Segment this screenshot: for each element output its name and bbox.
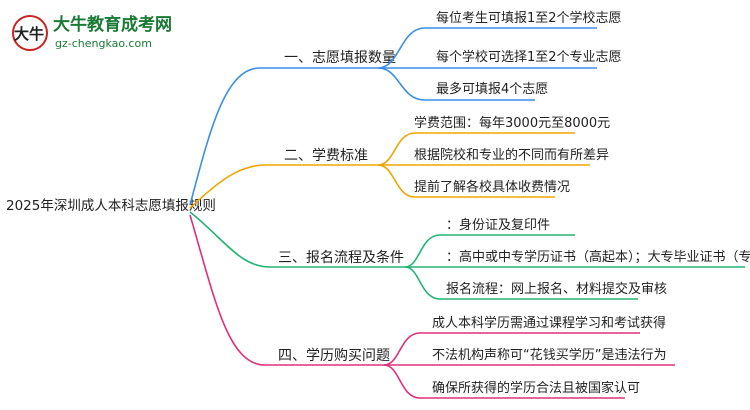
leaf-4-3: 确保所获得的学历合法且被国家认可 — [432, 380, 640, 396]
branch-4-label: 四、学历购买问题 — [278, 348, 390, 364]
leaf-1-3-connector — [377, 67, 535, 101]
leaf-4-1-connector — [383, 332, 640, 366]
logo-emblem — [12, 15, 48, 51]
leaf-2-1-connector — [377, 132, 575, 166]
leaf-2-2: 根据院校和专业的不同而有所差异 — [414, 147, 609, 163]
branch-3-connector — [189, 211, 405, 268]
branch-2-group: 二、学费标准 学费范围：每年3000元至8000元 根据院校和专业的不同而有所差… — [189, 115, 610, 209]
branch-3-group: 三、报名流程及条件 ：身份证及复印件 ：高中或中专学历证书（高起本）；大专毕业证… — [189, 211, 750, 300]
leaf-4-2: 不法机构声称可“花钱买学历”是违法行为 — [432, 347, 666, 363]
leaf-3-3: 报名流程：网上报名、材料提交及审核 — [446, 281, 667, 297]
leaf-1-1-connector — [377, 27, 597, 69]
leaf-1-3: 最多可填报4个志愿 — [436, 81, 548, 97]
branch-2-connector — [189, 164, 378, 209]
leaf-4-3-connector — [383, 364, 625, 399]
leaf-2-3-connector — [377, 164, 555, 198]
branch-1-connector — [189, 67, 378, 206]
logo-mark: 大牛 — [14, 25, 44, 43]
leaf-2-3: 提前了解各校具体收费情况 — [414, 179, 570, 195]
branch-2-label: 二、学费标准 — [284, 148, 368, 164]
leaf-3-1: ：身份证及复印件 — [446, 217, 550, 233]
branch-1-group: 一、志愿填报数量 每位考生可填报1至2个学校志愿 每个学校可选择1至2个专业志愿… — [189, 10, 622, 206]
logo-site-name: 大牛教育成考网 — [53, 14, 172, 35]
logo: 大牛 大牛教育成考网 gz-chengkao.com — [12, 14, 172, 51]
leaf-3-1-connector — [404, 234, 575, 268]
leaf-3-3-connector — [404, 266, 638, 300]
leaf-2-1: 学费范围：每年3000元至8000元 — [414, 115, 610, 131]
root-topic: 2025年深圳成人本科志愿填报规则 — [6, 198, 216, 214]
leaf-1-2: 每个学校可选择1至2个专业志愿 — [436, 49, 622, 65]
branch-4-group: 四、学历购买问题 成人本科学历需通过课程学习和考试获得 不法机构声称可“花钱买学… — [189, 214, 675, 399]
leaf-1-1: 每位考生可填报1至2个学校志愿 — [436, 10, 622, 26]
branch-4-connector — [189, 214, 384, 366]
branch-1-label: 一、志愿填报数量 — [284, 50, 396, 66]
leaf-4-1: 成人本科学历需通过课程学习和考试获得 — [432, 315, 666, 331]
branch-3-label: 三、报名流程及条件 — [278, 249, 404, 266]
logo-site-url: gz-chengkao.com — [55, 37, 152, 50]
leaf-3-2: ：高中或中专学历证书（高起本）；大专毕业证书（专升本） — [446, 249, 750, 265]
